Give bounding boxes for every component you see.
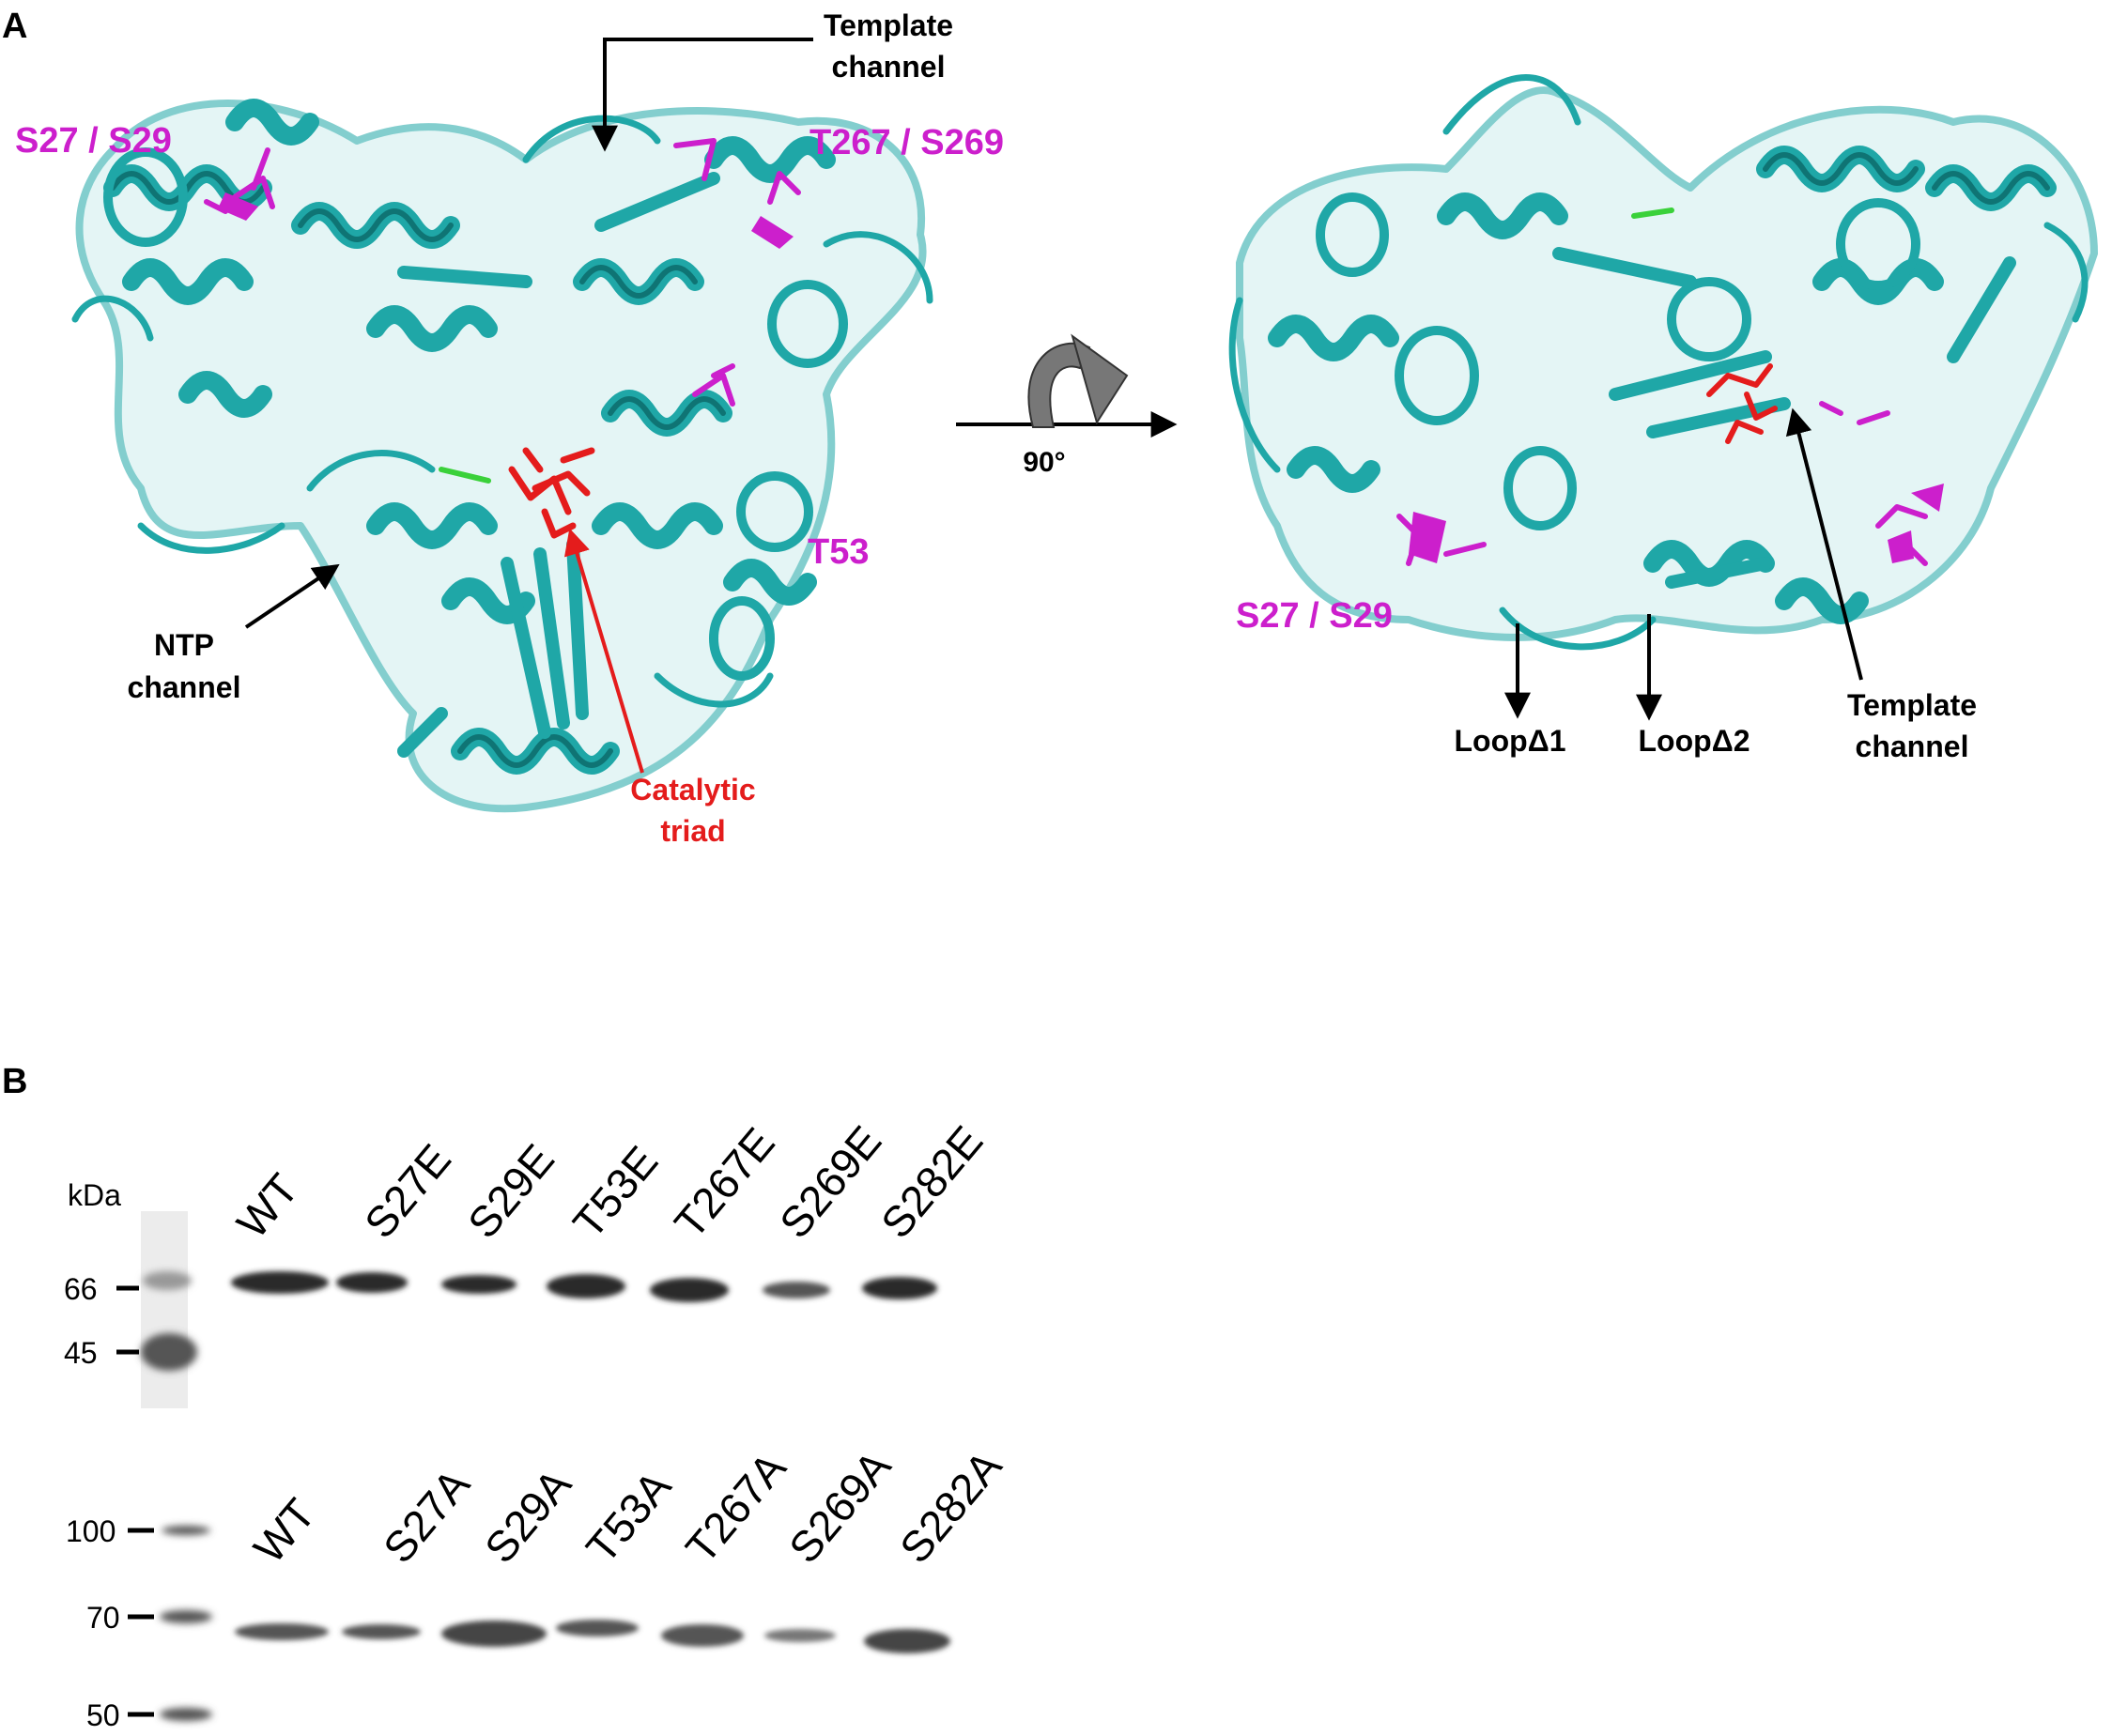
- label-t53: T53: [808, 532, 869, 572]
- lane-label-top-5: T267E: [665, 1118, 784, 1247]
- lane-label-bottom-7: S282A: [890, 1441, 1011, 1572]
- band-top-s27e: [336, 1272, 408, 1293]
- marker-70: 70: [86, 1601, 120, 1635]
- lane-label-top-3: S29E: [458, 1135, 563, 1248]
- label-catalytic-triad: Catalytic triad: [630, 773, 755, 848]
- bands-bottom: [235, 1620, 950, 1653]
- label-ntp-channel: NTP channel: [128, 628, 241, 704]
- band-bottom-wt: [235, 1623, 329, 1640]
- band-bottom-s27a: [342, 1624, 421, 1639]
- panel-a-letter: A: [2, 7, 27, 46]
- kda-label: kDa: [68, 1178, 121, 1212]
- label-template-channel-left: Template channel: [824, 8, 953, 84]
- lane-label-top-1: WT: [227, 1164, 308, 1247]
- lane-label-bottom-4: T53A: [577, 1462, 681, 1573]
- band-bottom-s29a: [441, 1621, 547, 1647]
- top-gel: kDa 66 45 WT S27E S29E T53E T267E S269E …: [64, 1116, 992, 1408]
- band-bottom-t53a: [556, 1620, 639, 1636]
- label-template-channel-right: Template channel: [1847, 688, 1977, 763]
- lane-label-bottom-5: T267A: [676, 1443, 795, 1572]
- label-t267-s269: T267 / S269: [809, 123, 1004, 162]
- ladder-bottom: [160, 1526, 212, 1721]
- marker-66: 66: [64, 1272, 98, 1306]
- label-loop1: LoopΔ1: [1455, 724, 1566, 758]
- svg-text:channel: channel: [832, 50, 946, 84]
- band-top-s282e: [862, 1277, 937, 1299]
- arrow-template-channel-left: [592, 38, 813, 152]
- rotation-arrow-icon: [956, 333, 1178, 438]
- lane-label-bottom-1: WT: [244, 1489, 325, 1572]
- svg-text:channel: channel: [128, 670, 241, 704]
- lane-label-top-4: T53E: [563, 1137, 668, 1248]
- lane-label-bottom-2: S27A: [374, 1460, 479, 1573]
- band-top-s29e: [441, 1275, 516, 1294]
- svg-text:triad: triad: [660, 814, 725, 848]
- svg-text:NTP: NTP: [154, 628, 214, 662]
- band-top-wt: [231, 1271, 329, 1294]
- label-rotation: 90°: [1023, 447, 1065, 478]
- marker-100: 100: [66, 1514, 116, 1548]
- lane-label-top-7: S282E: [871, 1116, 993, 1247]
- band-bottom-s269a: [764, 1629, 836, 1642]
- band-top-s269e: [763, 1282, 830, 1298]
- band-bottom-s282a: [864, 1629, 950, 1653]
- lane-label-bottom-6: S269A: [779, 1441, 901, 1572]
- lane-label-bottom-3: S29A: [475, 1460, 580, 1573]
- band-bottom-t267a: [661, 1624, 744, 1647]
- marker-50: 50: [86, 1698, 120, 1732]
- svg-text:channel: channel: [1856, 730, 1969, 763]
- lane-label-top-2: S27E: [355, 1135, 460, 1248]
- ladder-top: [141, 1211, 197, 1408]
- arrow-catalytic-triad: [563, 528, 644, 774]
- bands-top: [231, 1271, 937, 1302]
- arrow-ntp-channel: [244, 563, 340, 629]
- svg-text:Template: Template: [824, 8, 953, 42]
- band-top-t267e: [650, 1278, 729, 1302]
- lane-label-top-6: S269E: [770, 1116, 891, 1247]
- svg-text:Catalytic: Catalytic: [630, 773, 755, 807]
- arrow-template-channel-right: [1785, 407, 1863, 681]
- protein-ribbon-right: [1228, 74, 2098, 651]
- svg-text:Template: Template: [1847, 688, 1977, 722]
- band-top-t53e: [547, 1274, 625, 1298]
- panel-b-letter: B: [2, 1062, 27, 1101]
- label-loop2: LoopΔ2: [1639, 724, 1750, 758]
- label-s27-s29-right: S27 / S29: [1236, 596, 1393, 636]
- marker-45: 45: [64, 1336, 98, 1370]
- bottom-gel: 100 70 50 WT S27A S29A T53A T267A S269A …: [66, 1441, 1011, 1732]
- protein-ribbon-left: [71, 99, 933, 813]
- label-s27-s29-left: S27 / S29: [15, 121, 172, 161]
